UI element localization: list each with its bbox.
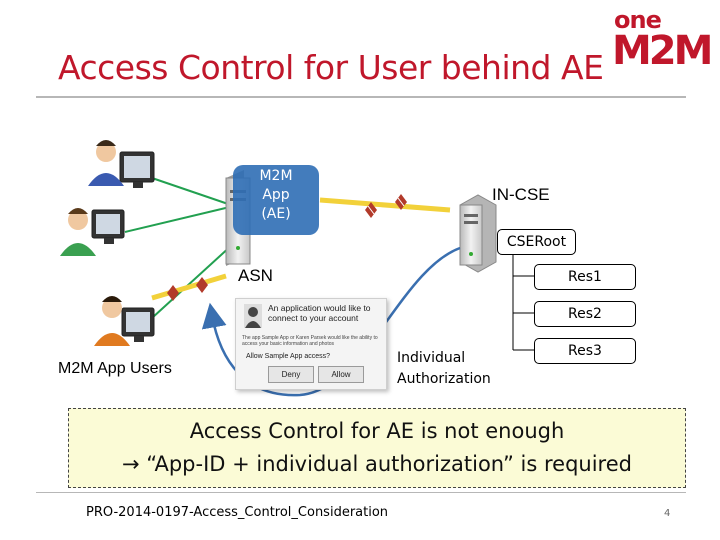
dialog-body: The app Sample App or Karen Parsek would… <box>242 335 378 347</box>
individual-authorization-label: Individual Authorization <box>397 348 491 390</box>
ae-box <box>233 165 319 235</box>
dialog-heading: An application would like to connect to … <box>268 303 371 323</box>
in-cse-server-icon <box>459 194 497 273</box>
user-to-asn-link <box>151 273 227 301</box>
user-with-computer-icon <box>60 208 125 256</box>
resource-box-res1: Res1 <box>534 264 636 290</box>
individual-authorization-line: Authorization <box>397 371 491 387</box>
logo-text-m2m: M2M <box>612 28 713 74</box>
individual-authorization-line: Individual <box>397 350 466 366</box>
authorization-dialog: An application would like to connect to … <box>235 298 387 390</box>
ae-label-line: App <box>262 187 290 203</box>
users-label: M2M App Users <box>58 360 172 377</box>
dialog-question: Allow Sample App access? <box>246 353 331 360</box>
onem2m-logo: one M2M <box>612 6 713 76</box>
ae-label: M2M App (AE) <box>233 167 319 224</box>
authorization-curve-arrow <box>201 246 461 397</box>
footer-divider <box>36 492 686 493</box>
user-with-computer-icon <box>88 140 155 188</box>
page-number: 4 <box>664 508 671 519</box>
ae-label-line: (AE) <box>261 206 291 222</box>
in-cse-label: IN-CSE <box>492 185 550 204</box>
allow-button[interactable]: Allow <box>318 366 364 383</box>
resource-box-res2: Res2 <box>534 301 636 327</box>
resource-box-res3: Res3 <box>534 338 636 364</box>
footer-document-id: PRO-2014-0197-Access_Control_Considerati… <box>86 505 389 520</box>
title-divider <box>36 96 686 98</box>
deny-button[interactable]: Deny <box>268 366 314 383</box>
ae-to-incse-link <box>319 194 451 218</box>
callout-line-1: Access Control for AE is not enough <box>189 419 565 443</box>
slide-title: Access Control for User behind AE <box>58 48 604 87</box>
callout-line-2: → “App-ID + individual authorization” is… <box>122 452 632 476</box>
user-connection-lines <box>124 177 235 319</box>
asn-label: ASN <box>238 266 273 285</box>
resource-tree-lines <box>512 254 534 351</box>
cse-root-box: CSERoot <box>497 229 576 255</box>
logo-text-one: one <box>614 6 662 34</box>
user-with-computer-icon <box>94 296 155 346</box>
ae-label-line: M2M <box>259 168 293 184</box>
avatar-icon <box>244 304 262 328</box>
callout-box: Access Control for AE is not enough → “A… <box>68 408 686 488</box>
